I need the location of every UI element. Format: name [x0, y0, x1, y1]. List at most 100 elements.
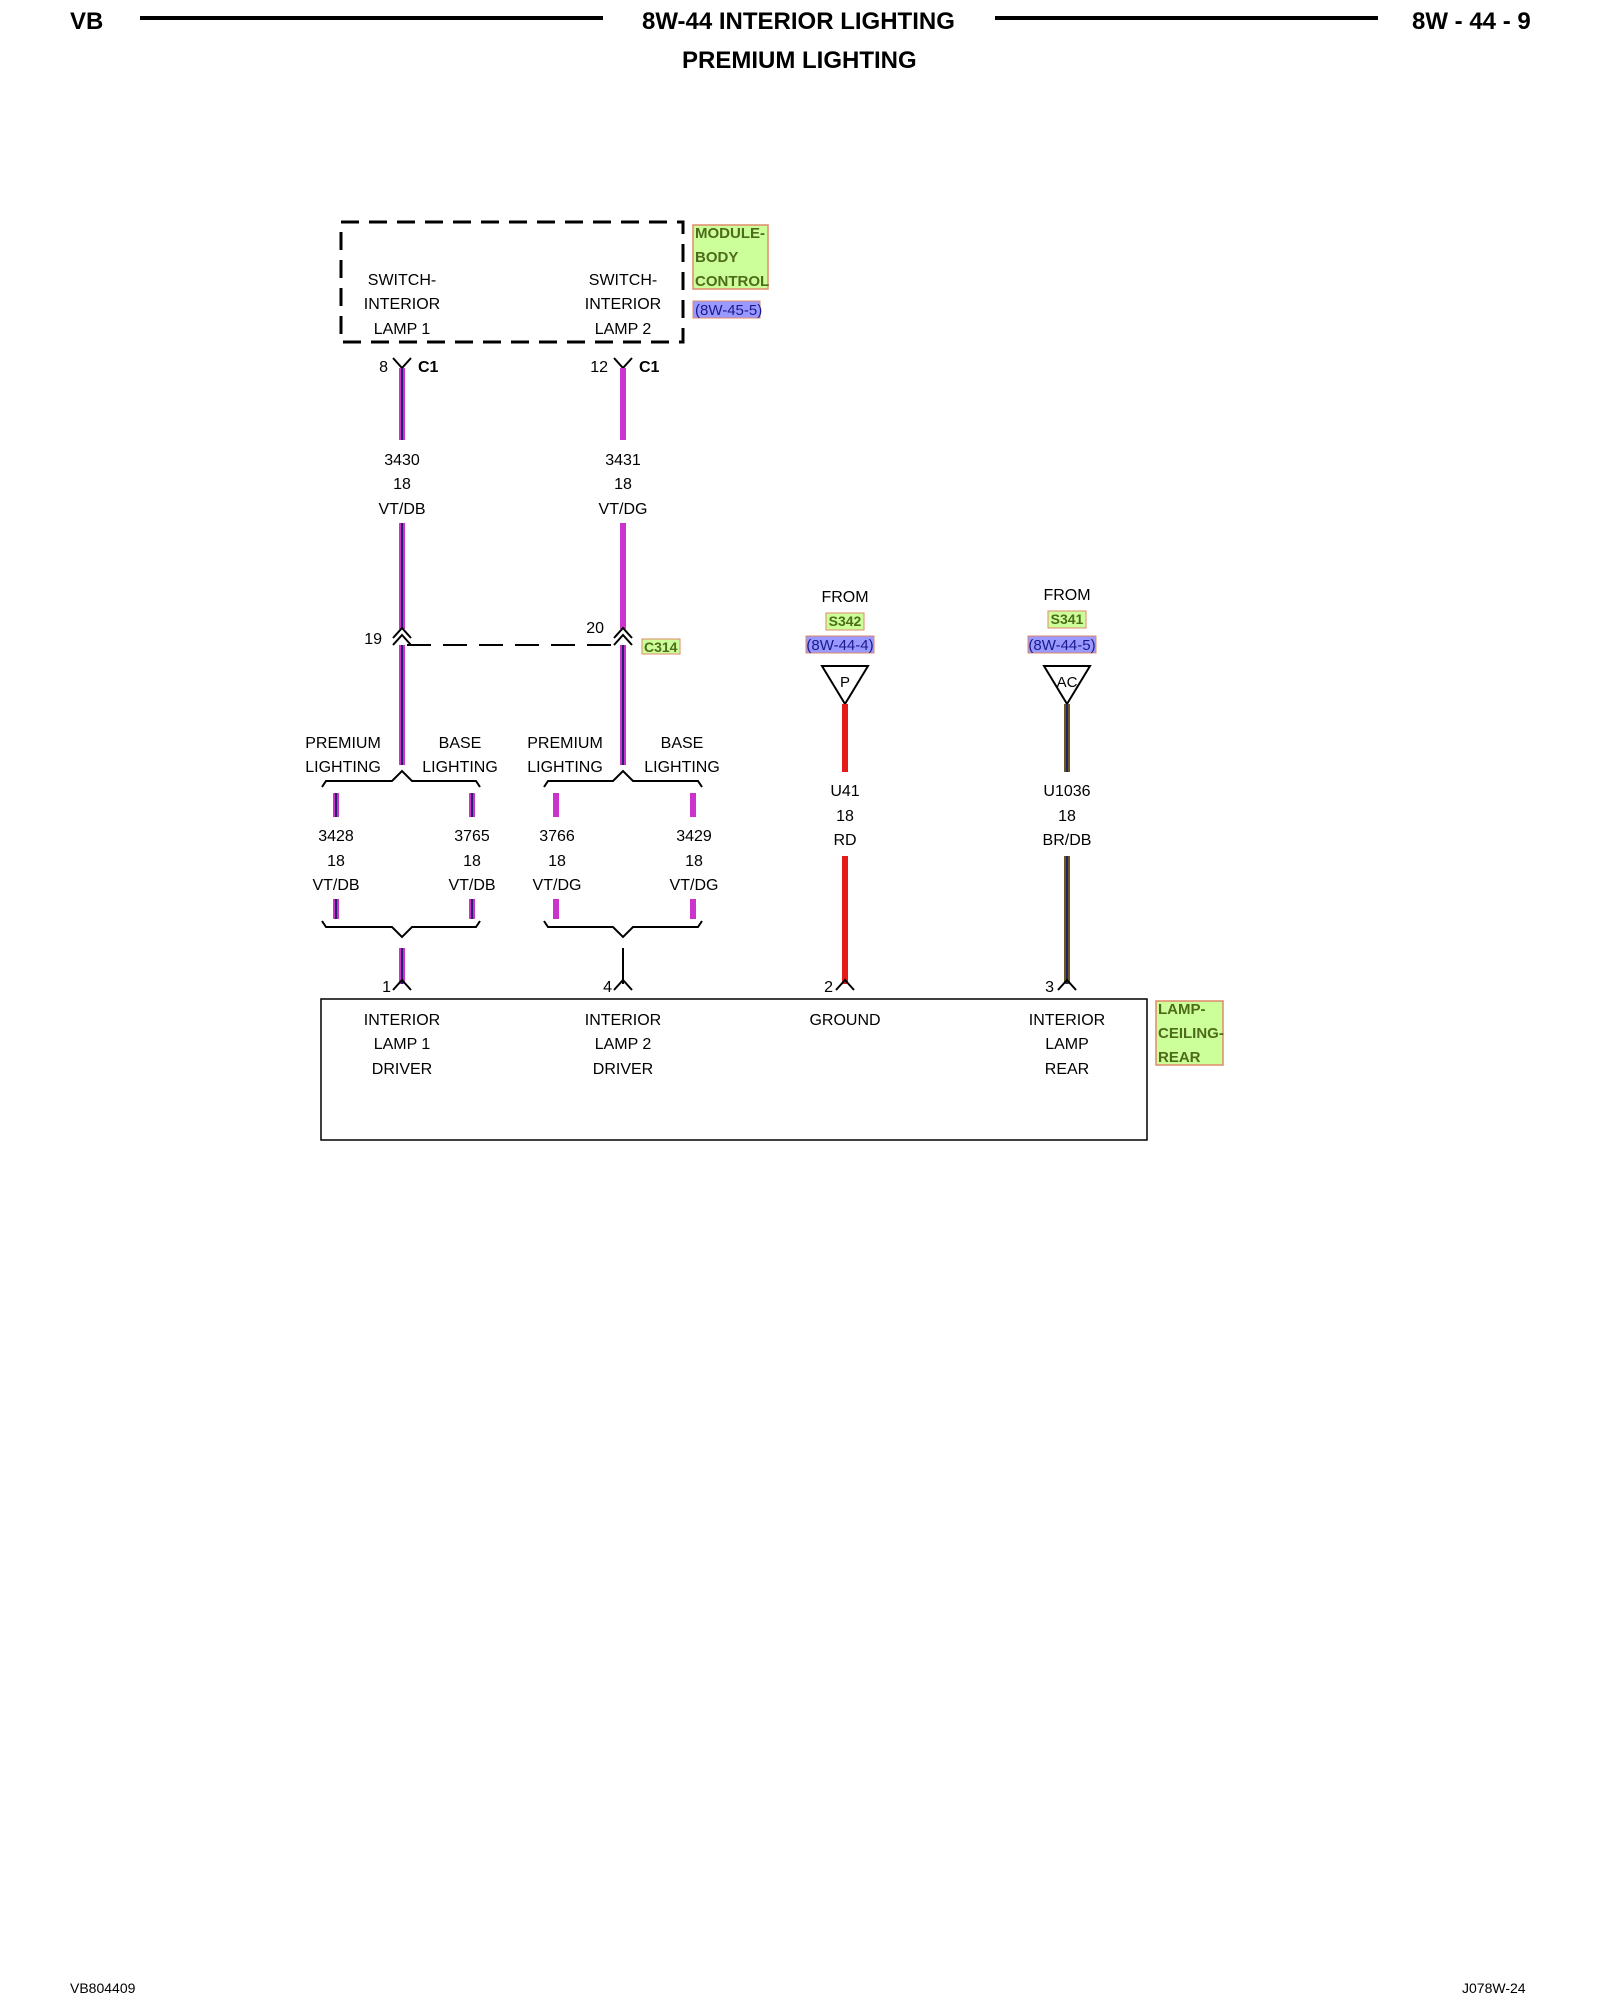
module-pin1-number: 8 [379, 359, 388, 376]
feed-s341-ref: (8W-44-5) [1028, 637, 1095, 654]
wire-3430-lower [399, 645, 405, 765]
feed-s342-symbol: P [840, 674, 850, 691]
wire-u1036-upper [1064, 704, 1070, 772]
wire-lamp-pin1 [399, 948, 405, 984]
switch2-line3: LAMP 2 [595, 321, 652, 338]
lamp-pin1-line3: DRIVER [372, 1061, 432, 1078]
group2-premium-line1: PREMIUM [527, 735, 603, 752]
ground-splice-triangle: P [820, 665, 870, 706]
group2-bottom-brace [543, 920, 703, 939]
group2-top-brace [543, 769, 703, 788]
lamp-pin-1-connector: 1 [382, 978, 412, 996]
wire-u41-circuit: U41 [830, 783, 859, 800]
lamp-pin3-line1: INTERIOR [1029, 1012, 1105, 1029]
c314-pin-20: 20 [586, 620, 604, 637]
module-dashed-box [339, 220, 685, 344]
group2-premium-line2: LIGHTING [527, 759, 603, 776]
wire-3431-upper [620, 368, 626, 440]
wire-3431-lower [620, 645, 626, 765]
module-pin2-number: 12 [590, 359, 608, 376]
wire-3431-gauge: 18 [614, 476, 632, 493]
feed-s342-from: FROM [821, 589, 868, 606]
lamp-pin-4: 4 [603, 979, 612, 996]
group1-top-brace [321, 769, 481, 788]
group1-premium-line1: PREMIUM [305, 735, 381, 752]
module-body-control: SWITCH- INTERIOR LAMP 1 SWITCH- INTERIOR… [339, 220, 685, 344]
feed-s342-ref: (8W-44-4) [806, 637, 873, 654]
lamp-pin1-line1: INTERIOR [364, 1012, 440, 1029]
group1-premium-line2: LIGHTING [305, 759, 381, 776]
wire-3428-stub-top [333, 793, 339, 817]
wire-3431-circuit: 3431 [605, 452, 641, 469]
lamp-tag-line3: REAR [1158, 1049, 1201, 1066]
module-ref-link[interactable]: (8W-45-5) [692, 300, 762, 319]
wire-u1036-lower [1064, 856, 1070, 984]
group2-base-line2: LIGHTING [644, 759, 720, 776]
lamp-tag-line1: LAMP- [1158, 1001, 1206, 1018]
wire-u1036-color: BR/DB [1043, 832, 1092, 849]
wire-3765-stub-bottom [469, 899, 475, 919]
c314-tag[interactable]: C314 [641, 638, 681, 655]
lamp-tag[interactable]: LAMP- CEILING- REAR [1155, 1000, 1224, 1066]
footer-right: J078W-24 [1462, 1980, 1526, 1996]
wire-3765-color: VT/DB [448, 877, 495, 894]
wire-u41-lower [842, 856, 848, 984]
header-rule-right [995, 16, 1378, 20]
module-tag[interactable]: MODULE- BODY CONTROL [692, 224, 769, 290]
wire-3428-stub-bottom [333, 899, 339, 919]
wire-3765-circuit: 3765 [454, 828, 490, 845]
wire-3429-gauge: 18 [685, 853, 703, 870]
feed-s341-symbol: AC [1057, 674, 1078, 691]
lamp-pin1-line2: LAMP 1 [374, 1036, 431, 1053]
feed-s341-from: FROM [1043, 587, 1090, 604]
wire-3430-upper [399, 368, 405, 440]
module-connector-pin-8: 8 C1 [379, 357, 439, 376]
lamp-pin3-line3: REAR [1045, 1061, 1089, 1078]
feed-s341-ref-link[interactable]: (8W-44-5) [1027, 635, 1097, 654]
header-left: VB [70, 8, 104, 35]
switch1-line1: SWITCH- [368, 272, 436, 289]
switch1-line2: INTERIOR [364, 296, 440, 313]
lamp-pin-4-connector: 4 [603, 978, 633, 996]
wire-u1036-circuit: U1036 [1043, 783, 1090, 800]
wire-3431-color: VT/DG [599, 501, 648, 518]
lamp-pin4-line3: DRIVER [593, 1061, 653, 1078]
group1-base-line1: BASE [439, 735, 482, 752]
connector-c314: 19 20 [364, 620, 633, 648]
lamp-pin-2: 2 [824, 979, 833, 996]
header-rule-left [140, 16, 603, 20]
feed-s342-splice-tag[interactable]: S342 [825, 612, 865, 631]
wire-3428-circuit: 3428 [318, 828, 354, 845]
lamp-pin-1: 1 [382, 979, 391, 996]
wire-3428-gauge: 18 [327, 853, 345, 870]
page-title: 8W-44 INTERIOR LIGHTING [642, 8, 955, 35]
wire-3429-circuit: 3429 [676, 828, 712, 845]
lamp-pin4-line2: LAMP 2 [595, 1036, 652, 1053]
wire-3766-stub-top [553, 793, 559, 817]
wire-u41-color: RD [833, 832, 856, 849]
wire-u41-upper [842, 704, 848, 772]
wire-3429-color: VT/DG [670, 877, 719, 894]
feed-s342-ref-link[interactable]: (8W-44-4) [805, 635, 875, 654]
feed-s341-splice-tag[interactable]: S341 [1047, 610, 1087, 629]
module-ref-text: (8W-45-5) [695, 302, 762, 319]
wire-3766-stub-bottom [553, 899, 559, 919]
c314-tag-label: C314 [644, 639, 678, 655]
wire-3429-stub-bottom [690, 899, 696, 919]
wire-3428-color: VT/DB [312, 877, 359, 894]
lamp-pin2-line1: GROUND [809, 1012, 880, 1029]
lamp-box [320, 998, 1148, 1141]
group1-base-line2: LIGHTING [422, 759, 498, 776]
switch1-line3: LAMP 1 [374, 321, 431, 338]
module-pin1-connector: C1 [418, 359, 439, 376]
wire-3431-mid [620, 523, 626, 629]
lamp-pin-3-connector: 3 [1045, 978, 1077, 996]
module-pin2-connector: C1 [639, 359, 660, 376]
feed-s341-splice: S341 [1051, 611, 1084, 627]
module-tag-line1: MODULE- [695, 225, 765, 242]
group1-bottom-brace [321, 920, 481, 939]
header-right: 8W - 44 - 9 [1412, 8, 1531, 35]
lamp-pin4-line1: INTERIOR [585, 1012, 661, 1029]
wire-3766-circuit: 3766 [539, 828, 575, 845]
